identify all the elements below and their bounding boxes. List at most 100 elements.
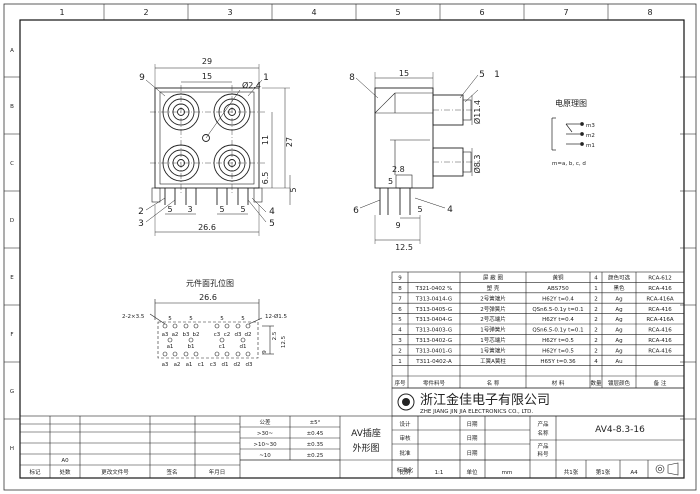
- dim-side-dia-11: Ø11.4: [472, 100, 482, 124]
- col-label: 5: [395, 8, 400, 17]
- bom-cell-mat: 黄铜: [552, 274, 564, 282]
- bom-cell-qty: 2: [594, 296, 598, 302]
- row-label: E: [10, 275, 14, 281]
- tb-unit-val: mm: [502, 470, 513, 476]
- bom-cell-color: Ag: [615, 296, 622, 302]
- col-label: 6: [479, 8, 484, 17]
- bom-cell-idx: 4: [398, 328, 402, 334]
- pcb-lbl: a2: [174, 362, 181, 368]
- front-inner-outline: [159, 91, 255, 185]
- dim-side-d5: 5: [417, 205, 422, 214]
- bom-cell-name: 屏 蔽 圈: [483, 274, 503, 282]
- bom-cell-mat: H62Y t=0.4: [542, 296, 574, 302]
- bom-cell-name: 1号弹簧片: [480, 326, 506, 334]
- front-view: [145, 64, 291, 236]
- bom-head-mat: 材 料: [552, 379, 565, 387]
- bom-cell-code: T311-0402-A: [415, 359, 452, 365]
- col-label: 7: [563, 8, 568, 17]
- tb-name: 名称: [537, 429, 549, 437]
- bom-cell-color: Ag: [615, 338, 622, 344]
- schematic-pin-m3: m3: [586, 123, 595, 129]
- rev-mark: 标记: [29, 468, 41, 476]
- pcb-lbl: b2: [193, 332, 200, 338]
- tb-sheet: 共1张: [564, 468, 579, 476]
- col-label: 1: [59, 8, 64, 17]
- row-label: B: [10, 104, 14, 110]
- dim-side-2-8: 2.8: [392, 165, 405, 174]
- pcb-lbl: d3: [235, 332, 242, 338]
- bom-head-qty: 数量: [590, 379, 602, 387]
- dim-pin-5b: 5: [219, 205, 224, 214]
- callout-9: 9: [139, 73, 145, 83]
- bom-cell-name: 2号弹簧片: [480, 305, 506, 313]
- dim-side-depth-15: 15: [399, 69, 409, 78]
- pcb-holes-left: 2-2×3.5: [122, 314, 145, 320]
- center-hole: [202, 134, 210, 142]
- bom-cell-name: 2号芯端片: [480, 315, 506, 323]
- bom-cell-idx: 7: [398, 296, 402, 302]
- tb-design: 设计: [399, 420, 411, 428]
- bom-cell-idx: 2: [398, 348, 402, 354]
- tb-date: 日期: [466, 421, 478, 428]
- pcb-title: 元件面孔位图: [186, 278, 234, 288]
- bom-cell-qty: 2: [594, 328, 598, 334]
- bom-cell-note: RCA-416A: [646, 296, 674, 302]
- bom-cell-idx: 8: [398, 286, 402, 292]
- schematic-title: 电原理图: [555, 98, 587, 108]
- callout-3: 3: [138, 219, 144, 229]
- bom-cell-idx: 9: [398, 276, 402, 282]
- tb-std: 标准化: [397, 466, 414, 474]
- bom-cell-idx: 3: [398, 338, 402, 344]
- pcb-right-dim: 9: [262, 350, 268, 354]
- bom-cell-note: RCA-416: [648, 307, 672, 313]
- pcb-pitch: 5: [168, 316, 172, 322]
- tol-head-a: 公差: [259, 418, 271, 426]
- bom-cell-code: T321-0402 %: [415, 286, 453, 292]
- tol-r3a: ~10: [259, 453, 271, 459]
- tol-head-b: ±5°: [310, 420, 321, 426]
- inner-frame: [19, 19, 685, 479]
- callout-4: 4: [269, 207, 275, 217]
- pcb-pitch: 5: [220, 316, 224, 322]
- bom-cell-mat: QSn6.5-0.1y t=0.1: [532, 307, 583, 313]
- side-callout-5: 5: [479, 70, 485, 80]
- company-block: 浙江金佳电子有限公司 ZHE JIANG JIN JIA ELECTRONICS…: [391, 387, 685, 417]
- pcb-lbl: c2: [224, 332, 231, 338]
- pcb-right-dim: 2.5: [272, 331, 278, 340]
- tb-size: A4: [630, 470, 638, 476]
- company-name-en: ZHE JIANG JIN JIA ELECTRONICS CO., LTD.: [420, 409, 533, 415]
- part-number: AV4-8.3-16: [595, 425, 645, 435]
- bom-cell-color: Ag: [615, 328, 622, 334]
- row-label: F: [10, 332, 13, 338]
- pcb-lbl: d2: [234, 362, 241, 368]
- product-name-line2: 外形图: [352, 442, 379, 454]
- tb-code: 料号: [537, 450, 549, 458]
- pcb-lbl: d2: [245, 332, 252, 338]
- bom-cell-color: Ag: [615, 317, 622, 323]
- pcb-lbl: d3: [246, 362, 253, 368]
- front-view-labels: 29 15 Ø2.4 27 11 6.5 5 5 3 5 5 26.6 9 1 …: [138, 57, 298, 232]
- bom-cell-code: T313-0403-G: [415, 328, 452, 334]
- dim-height-11: 11: [261, 135, 270, 145]
- bom-cell-qty: 2: [594, 338, 598, 344]
- bom-cell-name: 工簧A簧柱: [480, 357, 506, 365]
- schematic: 电原理图 m3 m2 m1 m=a, b, c, d: [551, 98, 595, 167]
- dim-height-6-5: 6.5: [261, 172, 270, 185]
- rev-file: 更改文件号: [101, 468, 129, 476]
- pcb-lbl: c3: [210, 362, 217, 368]
- pcb-width: 26.6: [199, 293, 217, 302]
- side-view: [355, 72, 480, 244]
- company-logo-icon: [397, 393, 415, 411]
- tb-check: 审核: [399, 434, 411, 442]
- dim-pin-5c: 5: [240, 205, 245, 214]
- pcb-pitch: 5: [241, 316, 245, 322]
- callout-1: 1: [263, 73, 269, 83]
- tol-r1a: >30~: [257, 431, 274, 437]
- callout-2: 2: [138, 207, 144, 217]
- dim-hole-dia: Ø2.4: [242, 80, 261, 90]
- bom-cell-note: RCA-416A: [646, 317, 674, 323]
- dim-pin-3: 3: [187, 205, 192, 214]
- company-logo-dot: [402, 398, 410, 406]
